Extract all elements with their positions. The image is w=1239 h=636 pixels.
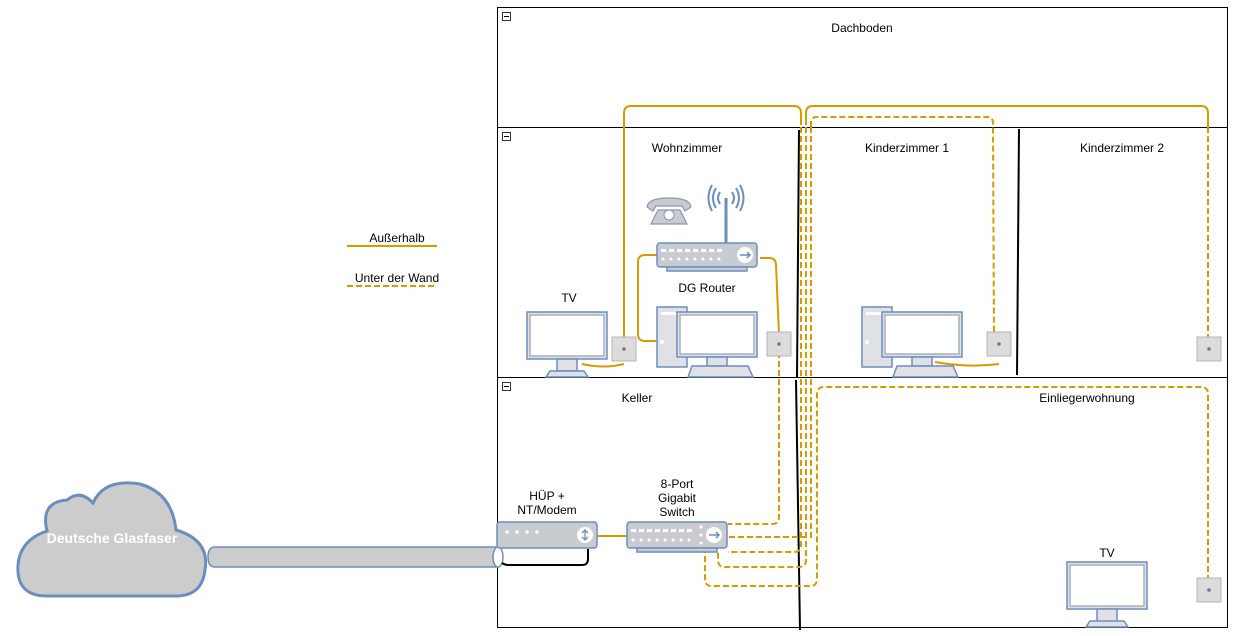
cables — [581, 105, 1209, 590]
modem-label-line-1: HÜP + — [529, 489, 564, 503]
cable-attic-kid2[interactable] — [805, 105, 1209, 127]
wall-kid1-kid2 — [1016, 128, 1020, 376]
socket-icon[interactable] — [986, 331, 1012, 357]
switch-icon[interactable] — [626, 521, 728, 553]
cloud-icon[interactable] — [16, 481, 208, 598]
switch-label-line-1: 8-Port — [661, 477, 694, 491]
cable-wall-kid1[interactable] — [810, 116, 995, 344]
telephone-icon[interactable] — [646, 197, 692, 225]
fiber-cable-icon[interactable] — [207, 546, 504, 568]
wall-living-kid1 — [796, 129, 800, 378]
collapse-icon[interactable] — [502, 382, 511, 391]
room-label-attic: Dachboden — [831, 21, 892, 35]
room-label-kid2: Kinderzimmer 2 — [1080, 141, 1164, 155]
tv-living-label: TV — [561, 291, 576, 305]
cable-kid1-pc[interactable] — [934, 361, 1000, 367]
tv-icon[interactable] — [526, 311, 608, 378]
antenna-icon — [707, 184, 745, 243]
computer-icon[interactable] — [861, 306, 963, 378]
room-attic[interactable] — [497, 7, 1228, 128]
legend: Außerhalb Unter der Wand — [347, 231, 439, 287]
socket-icon[interactable] — [1196, 336, 1222, 362]
collapse-icon[interactable] — [502, 12, 511, 21]
cable-wall-living[interactable] — [728, 127, 802, 553]
room-label-kid1: Kinderzimmer 1 — [865, 141, 949, 155]
modem-label-line-2: NT/Modem — [517, 503, 576, 517]
cable-living-attic[interactable] — [623, 105, 802, 343]
cable-wall-apartment[interactable] — [704, 386, 1209, 590]
socket-icon[interactable] — [1196, 577, 1222, 603]
cable-wall-kid1-down[interactable] — [728, 127, 812, 538]
tv-icon[interactable] — [1066, 561, 1148, 628]
socket-icon[interactable] — [611, 336, 637, 362]
cable-router-socket[interactable] — [760, 257, 780, 336]
computer-icon[interactable] — [656, 306, 758, 378]
room-label-basement: Keller — [622, 391, 653, 405]
modem-icon[interactable] — [496, 521, 598, 549]
cable-wall-attic[interactable] — [717, 127, 807, 568]
legend-solid-label: Außerhalb — [369, 231, 425, 245]
socket-icon[interactable] — [766, 331, 792, 357]
switch-label-line-2: Gigabit — [658, 491, 697, 505]
room-label-apartment: Einliegerwohnung — [1039, 391, 1134, 405]
cable-wall-router[interactable] — [728, 343, 780, 525]
cloud-label: Deutsche Glasfaser — [47, 530, 178, 546]
legend-dashed-label: Unter der Wand — [355, 271, 439, 285]
wall-basement-apartment — [795, 379, 801, 631]
collapse-icon[interactable] — [502, 132, 511, 141]
room-label-living: Wohnzimmer — [652, 141, 722, 155]
cable-fiber-modem[interactable] — [501, 549, 589, 566]
router-icon[interactable] — [656, 242, 758, 272]
tv-apartment-label: TV — [1099, 546, 1114, 560]
cable-router-pc[interactable] — [637, 254, 658, 342]
cable-living-tv[interactable] — [581, 363, 625, 368]
router-label: DG Router — [678, 281, 735, 295]
switch-label-line-3: Switch — [659, 505, 694, 519]
